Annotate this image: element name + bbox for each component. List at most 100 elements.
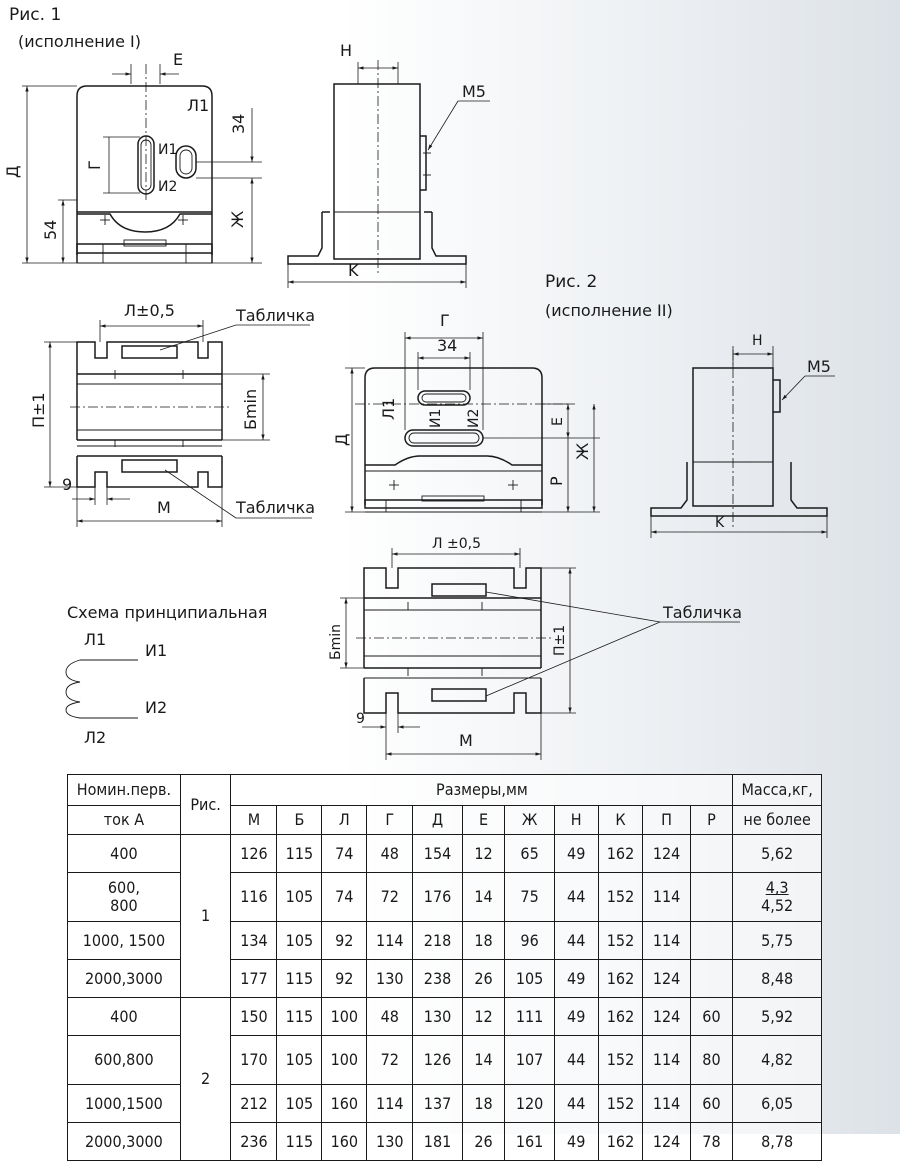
fig2-dim-g: Г <box>440 311 450 330</box>
cell-mass: 5,75 <box>732 921 822 960</box>
fig1-dim-34: 34 <box>229 114 248 134</box>
schematic-label-l1: Л1 <box>84 630 106 649</box>
cell-mass-value: 8,48 <box>761 968 794 988</box>
cell-dim-3: 114 <box>366 1084 414 1123</box>
fig2-dim-zh: Ж <box>573 443 592 460</box>
cell-dim-10 <box>689 834 734 873</box>
cell-dim-7: 49 <box>553 997 599 1036</box>
cell-dim-3: 48 <box>366 834 414 873</box>
cell-dim-3: 48 <box>366 997 414 1036</box>
fig2-side-m5: M5 <box>807 357 831 376</box>
header-mass-line2: не более <box>732 805 822 835</box>
cell-nominal-current: 400 <box>67 834 181 873</box>
fig1-label-i1: И1 <box>158 142 177 158</box>
fig1-subtitle: (исполнение I) <box>18 32 141 51</box>
cell-mass: 5,92 <box>732 997 822 1036</box>
fig2-dim-d: Д <box>332 434 351 447</box>
cell-dim-0: 236 <box>230 1122 278 1161</box>
header-dim-e: Е <box>461 805 506 835</box>
technical-drawing: Рис. 1 (исполнение I) E Л1 И1 И2 Г <box>3 5 835 760</box>
cell-mass: 8,48 <box>732 959 822 998</box>
cell-dim-1: 115 <box>276 997 323 1036</box>
fig2-title: Рис. 2 <box>545 272 597 292</box>
fig1-top-view: Л±0,5 Табличка П±1 Бmin 9 М Табличка <box>29 301 315 527</box>
fig2-side-view: H M5 K <box>650 333 835 538</box>
cell-mass-value-2: 4,52 <box>761 896 794 915</box>
cell-dim-3: 130 <box>366 1122 414 1161</box>
cell-dim-9: 124 <box>642 834 691 873</box>
fig1-top-dim-b: Бmin <box>241 389 260 430</box>
cell-dim-0: 170 <box>230 1035 278 1085</box>
cell-dim-7: 49 <box>553 834 599 873</box>
cell-dim-7: 49 <box>553 959 599 998</box>
cell-dim-9: 114 <box>642 872 691 922</box>
cell-nominal-value: 600, <box>107 878 140 898</box>
cell-mass-value: 5,75 <box>761 930 794 950</box>
cell-dim-7: 44 <box>553 1084 599 1123</box>
fig2-top-tablichka: Табличка <box>662 603 742 622</box>
header-dim-zh: Ж <box>504 805 555 835</box>
cell-dim-6: 111 <box>504 997 555 1036</box>
schematic-label-i1: И1 <box>145 641 167 660</box>
schematic-diagram: Схема принципиальная Л1 И1 И2 Л2 <box>65 603 267 747</box>
header-dim-g: Г <box>366 805 414 835</box>
cell-nominal-current: 400 <box>67 997 181 1036</box>
fig1-dim-e: E <box>173 50 183 69</box>
header-dim-r: Р <box>689 805 734 835</box>
cell-dim-2: 100 <box>321 997 368 1036</box>
cell-dim-1: 105 <box>276 921 323 960</box>
cell-nominal-value: 400 <box>110 1006 138 1026</box>
fig1-top-dim-l: Л±0,5 <box>124 301 175 320</box>
fig1-top-tablichka-1: Табличка <box>235 306 315 325</box>
cell-nominal-current: 600,800 <box>67 1035 181 1085</box>
cell-dim-1: 105 <box>276 1084 323 1123</box>
cell-nominal-value: 1000,1500 <box>84 1093 163 1113</box>
cell-dim-6: 161 <box>504 1122 555 1161</box>
cell-dim-2: 74 <box>321 834 368 873</box>
fig1-top-tablichka-2: Табличка <box>235 498 315 517</box>
cell-dim-9: 114 <box>642 921 691 960</box>
cell-dim-0: 150 <box>230 997 278 1036</box>
cell-dim-5: 18 <box>461 921 506 960</box>
cell-dim-8: 152 <box>597 1035 644 1085</box>
fig2-top-dim-m: М <box>459 731 473 750</box>
cell-dim-4: 137 <box>412 1084 463 1123</box>
cell-dim-9: 114 <box>642 1035 691 1085</box>
cell-dim-1: 105 <box>276 872 323 922</box>
cell-dim-8: 152 <box>597 1084 644 1123</box>
cell-dim-3: 130 <box>366 959 414 998</box>
cell-dim-6: 65 <box>504 834 555 873</box>
cell-dim-7: 44 <box>553 921 599 960</box>
cell-dim-5: 18 <box>461 1084 506 1123</box>
cell-dim-2: 92 <box>321 959 368 998</box>
cell-mass-value: 5,92 <box>761 1006 794 1026</box>
header-dim-n: Н <box>553 805 599 835</box>
cell-dim-8: 162 <box>597 834 644 873</box>
fig1-top-dim-p: П±1 <box>29 392 48 428</box>
header-mass-line1: Масса,кг, <box>741 780 813 800</box>
fig1-label-l1: Л1 <box>187 96 209 115</box>
schematic-title: Схема принципиальная <box>67 603 267 622</box>
cell-dim-1: 115 <box>276 834 323 873</box>
fig1-front-view: E Л1 И1 И2 Г 34 Д 54 Ж <box>3 50 262 264</box>
cell-dim-4: 218 <box>412 921 463 960</box>
cell-dim-0: 212 <box>230 1084 278 1123</box>
cell-nominal-current: 600,800 <box>67 872 181 922</box>
cell-mass-value: 5,62 <box>761 843 794 863</box>
cell-nominal-current: 1000,1500 <box>67 1084 181 1123</box>
fig1-dim-zh: Ж <box>228 211 247 228</box>
cell-nominal-value-2: 800 <box>110 896 138 915</box>
cell-nominal-value: 2000,3000 <box>84 1131 163 1151</box>
cell-dim-0: 134 <box>230 921 278 960</box>
cell-nominal-value: 1000, 1500 <box>82 930 166 950</box>
cell-dim-10 <box>689 921 734 960</box>
cell-mass-value: 4,82 <box>761 1050 794 1070</box>
cell-dim-8: 152 <box>597 872 644 922</box>
fig2-label-i1: И1 <box>428 409 444 428</box>
cell-dim-5: 12 <box>461 834 506 873</box>
fig1-label-i2: И2 <box>158 179 177 195</box>
